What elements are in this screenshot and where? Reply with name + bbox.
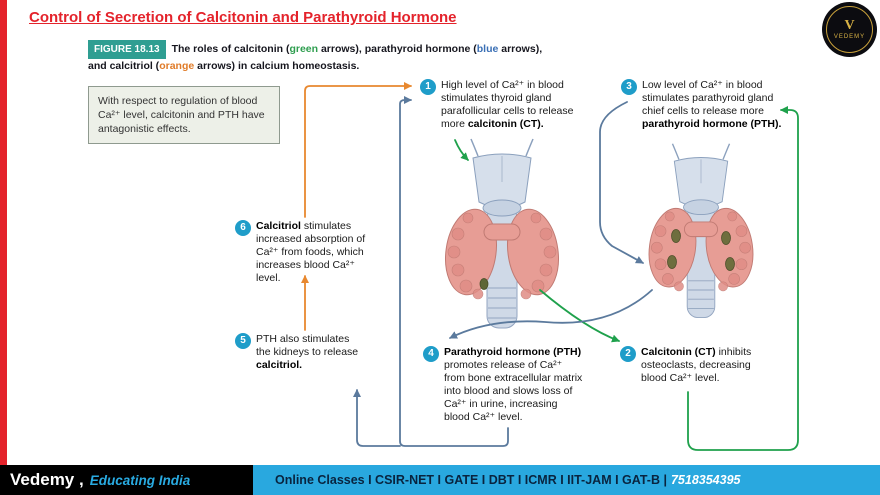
step-1-number: 1 xyxy=(420,79,436,95)
step-3-text: Low level of Ca²⁺ in blood stimulates pa… xyxy=(642,79,782,130)
logo-initial: V xyxy=(844,18,855,33)
vedemy-logo: V VEDEMY xyxy=(822,2,877,57)
parathyroid-glands xyxy=(667,229,735,271)
footer-courses-text: Online Classes I CSIR-NET I GATE I DBT I… xyxy=(275,473,667,487)
figure-badge: FIGURE 18.13 xyxy=(88,40,166,59)
page-title: Control of Secretion of Calcitonin and P… xyxy=(29,9,457,26)
parathyroid-gland-illustration xyxy=(643,143,759,319)
step-3: 3 Low level of Ca²⁺ in blood stimulates … xyxy=(621,79,788,131)
step-2-number: 2 xyxy=(620,346,636,362)
note-box: With respect to regulation of blood Ca²⁺… xyxy=(88,86,280,144)
footer-info-bar: Online Classes I CSIR-NET I GATE I DBT I… xyxy=(253,465,880,495)
footer-tagline: Educating India xyxy=(89,472,191,488)
step-4-text: Parathyroid hormone (PTH) promotes relea… xyxy=(444,346,583,423)
arrow-step1-to-thyroid xyxy=(454,139,469,161)
calcitriol-arrows xyxy=(301,82,412,331)
footer-phone: 7518354395 xyxy=(670,473,741,487)
step-1: 1 High level of Ca²⁺ in blood stimulates… xyxy=(420,79,591,131)
step-2-text: Calcitonin (CT) inhibits osteoclasts, de… xyxy=(641,346,752,384)
step-6: 6 Calcitriol stimulates increased absorp… xyxy=(235,220,380,285)
step-4: 4 Parathyroid hormone (PTH) promotes rel… xyxy=(423,346,584,424)
arrow-step2-to-step3 xyxy=(687,106,799,451)
thyroid-gland-illustration xyxy=(439,138,565,329)
figure-caption-text: The roles of calcitonin (green arrows), … xyxy=(88,43,543,72)
footer-brand-block: Vedemy , Educating India xyxy=(0,465,253,495)
arrow-thyroid-to-step2 xyxy=(539,289,620,343)
step-2: 2 Calcitonin (CT) inhibits osteoclasts, … xyxy=(620,346,773,385)
step-5-text: PTH also stimulates the kidneys to relea… xyxy=(256,333,359,371)
step-5-number: 5 xyxy=(235,333,251,349)
step-1-text: High level of Ca²⁺ in blood stimulates t… xyxy=(441,79,574,130)
left-accent-strip xyxy=(0,0,7,465)
step-5: 5 PTH also stimulates the kidneys to rel… xyxy=(235,333,364,372)
footer: Vedemy , Educating India Online Classes … xyxy=(0,465,880,495)
arrow-step6-to-step1 xyxy=(304,82,412,218)
footer-brand: Vedemy , xyxy=(10,470,84,489)
step-6-text: Calcitriol stimulates increased absorpti… xyxy=(256,220,366,284)
arrow-step4-to-step5 xyxy=(353,389,401,447)
step-3-number: 3 xyxy=(621,79,637,95)
logo-brand: VEDEMY xyxy=(833,34,866,40)
arrow-parathyroid-to-step4 xyxy=(449,289,653,339)
step-6-number: 6 xyxy=(235,220,251,236)
step-4-number: 4 xyxy=(423,346,439,362)
logo-ring: V VEDEMY xyxy=(826,6,873,53)
